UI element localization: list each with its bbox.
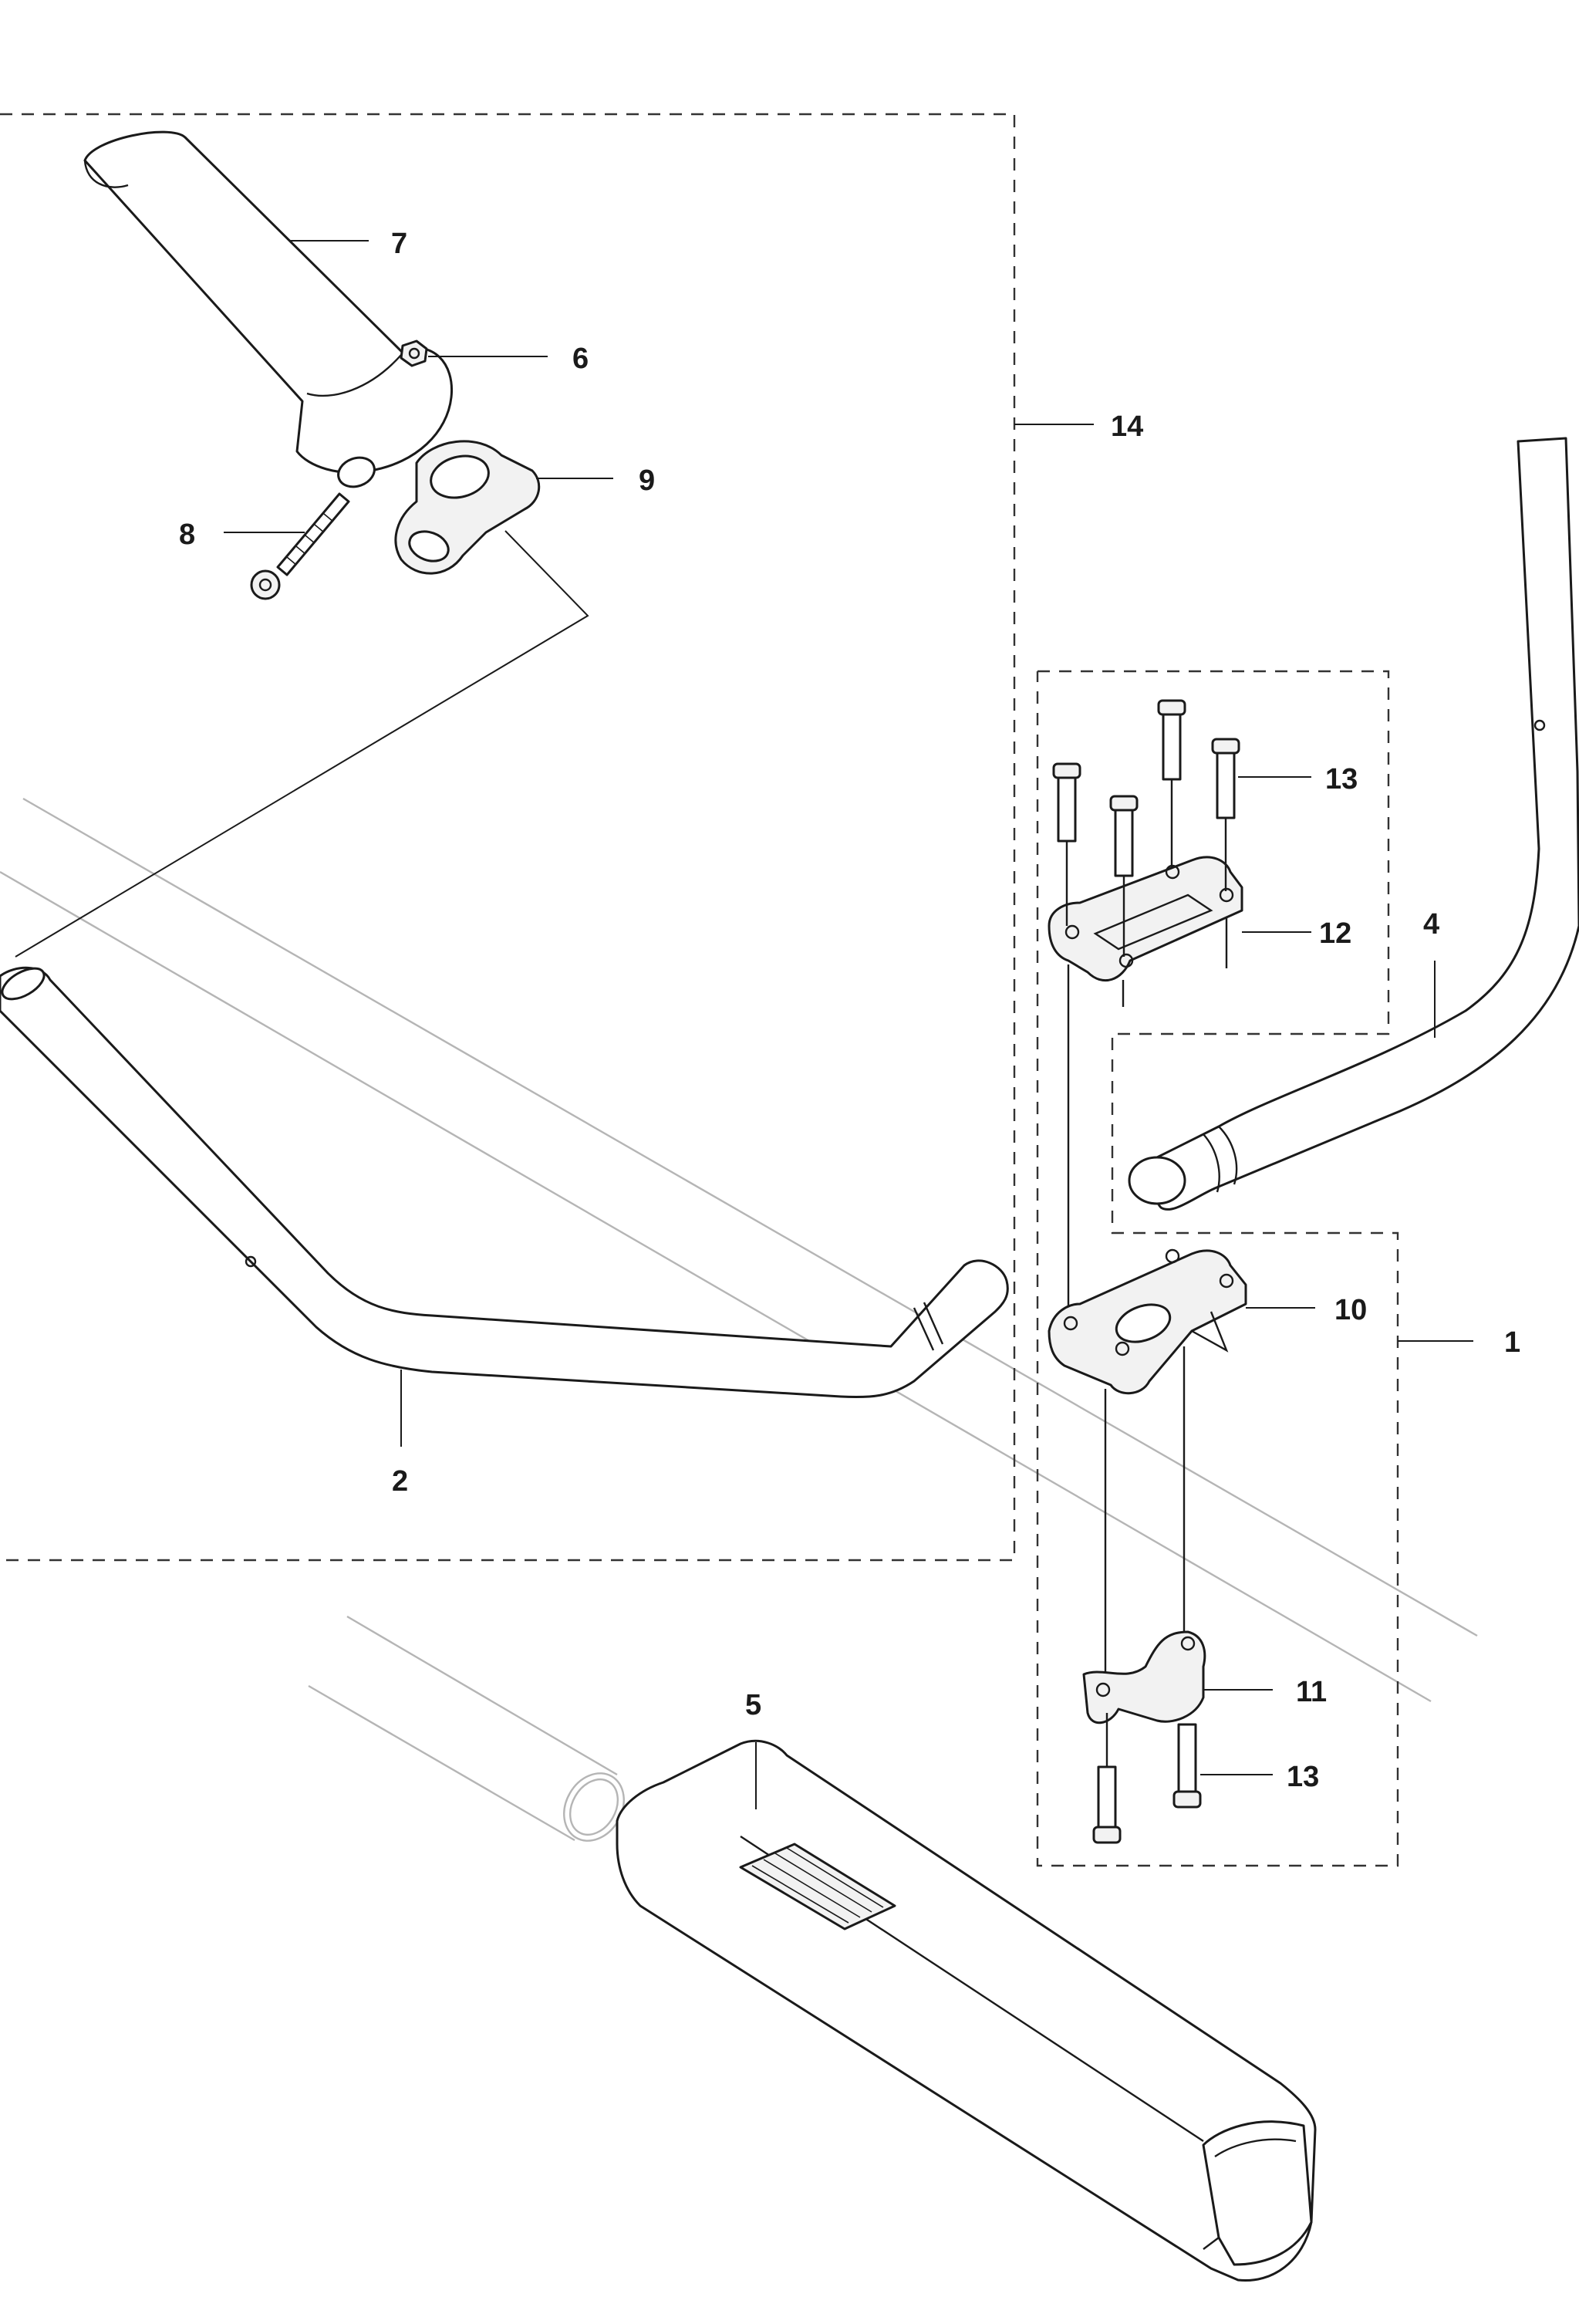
nut [400,339,428,367]
ghost-shaft-bottom [308,1684,575,1842]
bottom-clamp [1082,1630,1206,1724]
left-handlebar [0,966,1009,1399]
screw-head-bottom-1 [1092,1826,1122,1844]
callout-8: 8 [179,519,195,551]
long-screw [250,492,350,600]
shaft-cover [616,1739,1317,2282]
callout-11: 11 [1296,1676,1327,1708]
leader-lines [224,240,1473,1809]
callout-5: 5 [745,1689,761,1721]
callout-12: 12 [1319,917,1351,950]
callout-labels: 7 6 9 8 14 13 12 4 10 1 2 11 13 5 [179,228,1520,1793]
callout-4: 4 [1423,908,1439,941]
screw-top-1 [1057,770,1077,843]
top-screws [1052,699,1240,877]
callout-14: 14 [1111,410,1143,443]
ghost-shaft-bore [569,1778,619,1836]
screw-head-top-4 [1211,738,1240,755]
callout-13-bottom: 13 [1287,1761,1319,1793]
screw-top-3 [1162,708,1182,781]
callout-13-top: 13 [1325,763,1358,795]
bottom-screws [1092,1713,1202,1844]
ghost-line-upper [22,797,1478,1637]
grip-handle [83,130,454,488]
handle-clamp [394,440,541,575]
upper-clamp [1048,856,1243,982]
callout-7: 7 [391,228,407,260]
screw-head-top-3 [1157,699,1186,716]
assembly-box-1 [1036,670,1399,1867]
callout-6: 6 [572,343,589,375]
screw-head-bottom-2 [1172,1790,1202,1809]
leader-9-to-bar [15,530,589,958]
screw-head-top-2 [1109,795,1139,812]
screw-bottom-2 [1177,1723,1197,1795]
assembly-box-14 [0,113,1016,1562]
screw-top-2 [1114,805,1134,877]
ghost-reference-lines [0,797,1478,1842]
alignment-lines-upper [1065,779,1228,1007]
callout-9: 9 [639,464,655,497]
lower-clamp [1048,1248,1247,1395]
right-handlebar [1128,437,1579,1211]
screw-head-top-1 [1052,762,1081,779]
callout-10: 10 [1334,1294,1367,1326]
screw-top-4 [1216,747,1236,819]
ghost-line-lower [0,870,1432,1703]
callout-2: 2 [392,1465,408,1498]
ghost-shaft-top [346,1615,618,1776]
screw-bottom-1 [1097,1765,1117,1830]
callout-1: 1 [1504,1326,1520,1359]
